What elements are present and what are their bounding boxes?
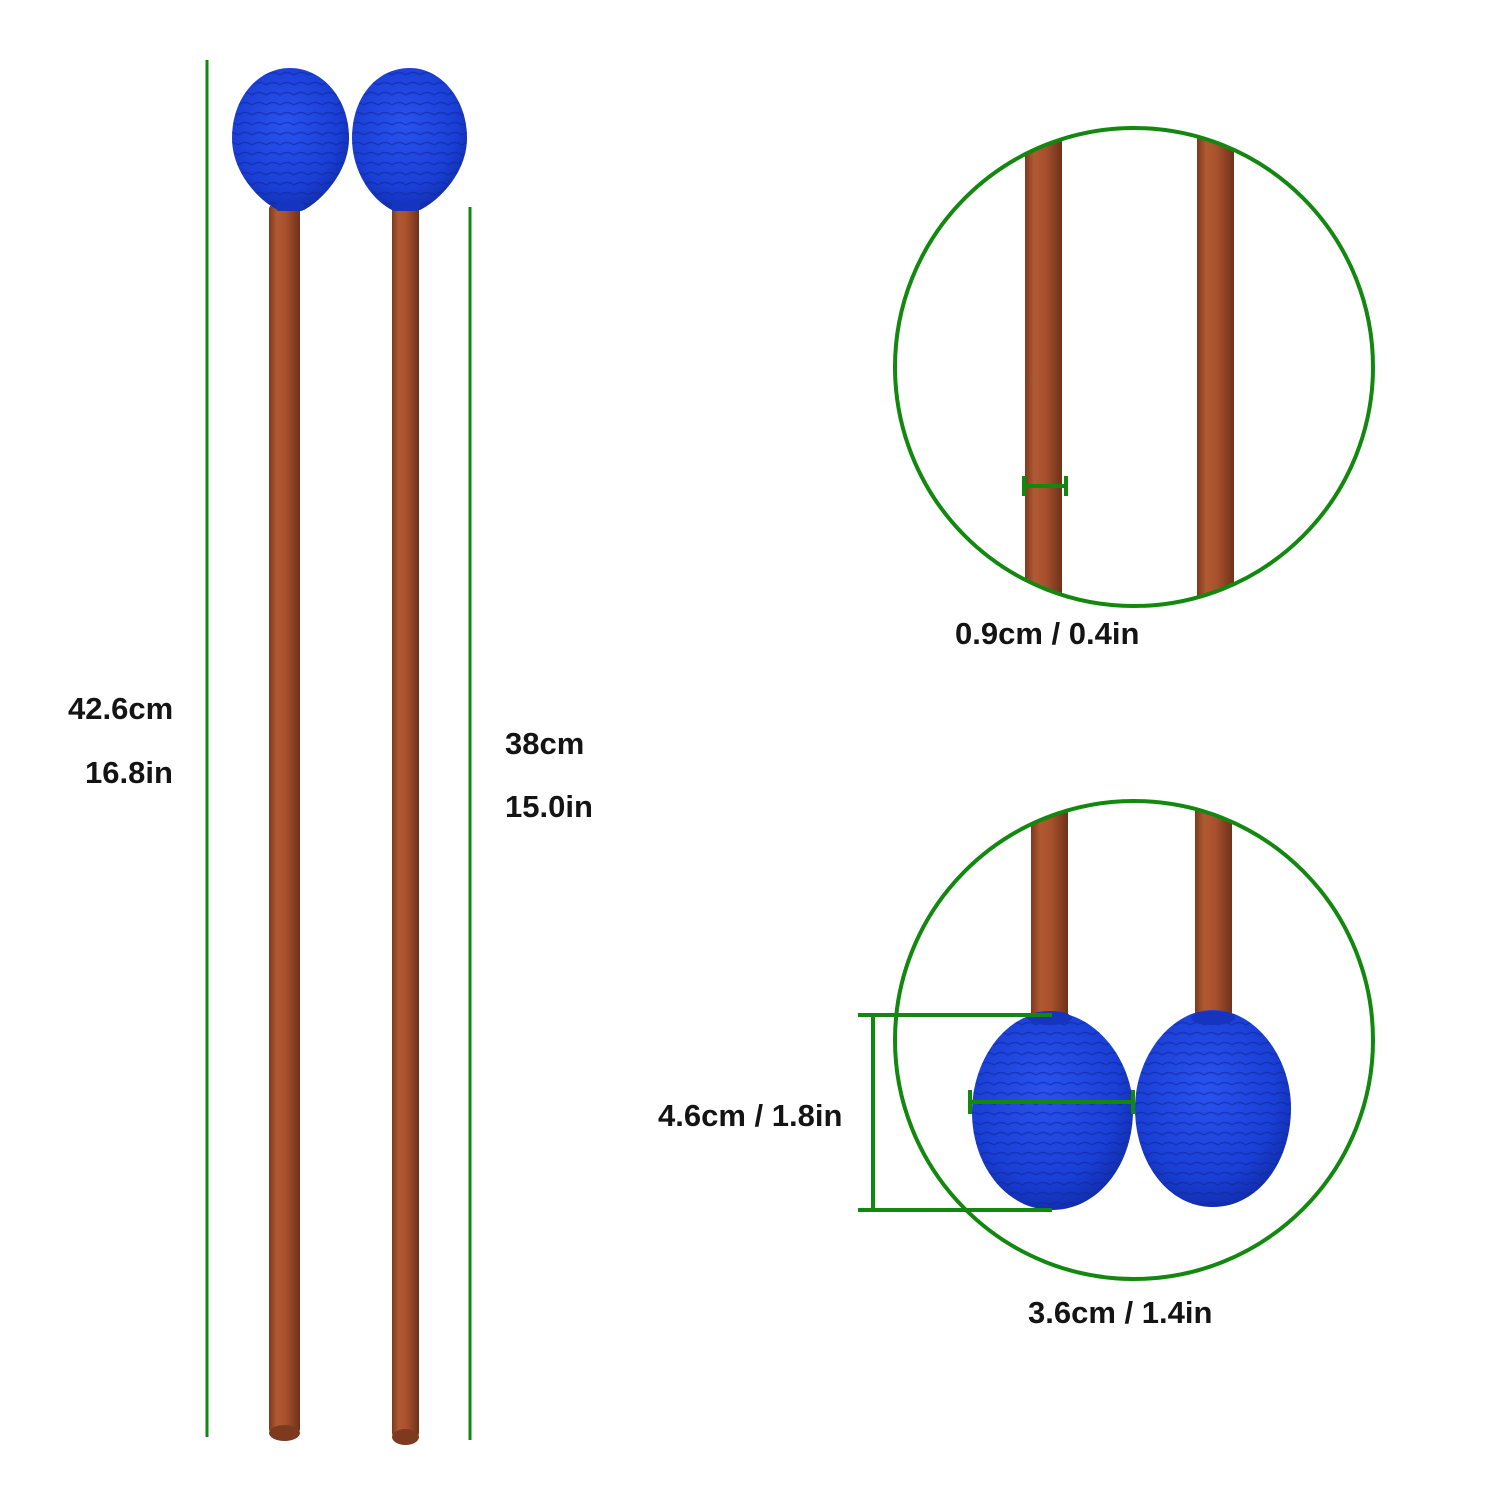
mallet-right-shaft-tip	[392, 1429, 419, 1445]
shaft-diameter-marker	[1022, 476, 1068, 496]
mallet-right-head	[352, 68, 467, 211]
total-length-cm-label: 42.6cm	[68, 691, 174, 726]
head-height-marker	[858, 1013, 1052, 1212]
stick-length-cm-label: 38cm	[505, 726, 585, 761]
stick-length-in-label: 15.0in	[505, 789, 593, 824]
detail-head-1	[972, 1011, 1133, 1210]
detail-shaft-1	[1025, 128, 1062, 600]
shaft-detail-circle	[893, 126, 1375, 608]
shaft-detail-circle-outline	[893, 126, 1375, 608]
detail-head-2	[1135, 1010, 1291, 1207]
mallet-left-head	[232, 68, 349, 211]
head-width-marker	[968, 1090, 1135, 1114]
mallet-right-shaft	[392, 205, 419, 1437]
total-length-in-label: 16.8in	[85, 755, 173, 790]
stick-diameter-label: 0.9cm / 0.4in	[955, 616, 1140, 651]
head-detail-circle-outline	[893, 799, 1375, 1281]
mallet-left	[232, 68, 349, 1441]
detail-head-shaft-2	[1195, 801, 1232, 1030]
detail-head-shaft-1	[1031, 801, 1068, 1030]
head-height-label: 4.6cm / 1.8in	[658, 1098, 843, 1133]
head-detail-circle	[858, 799, 1375, 1281]
mallet-left-shaft-tip	[269, 1425, 300, 1441]
mallet-right	[352, 68, 467, 1445]
head-width-label: 3.6cm / 1.4in	[1028, 1295, 1213, 1330]
detail-shaft-2	[1197, 128, 1234, 600]
mallet-left-shaft	[269, 205, 300, 1433]
